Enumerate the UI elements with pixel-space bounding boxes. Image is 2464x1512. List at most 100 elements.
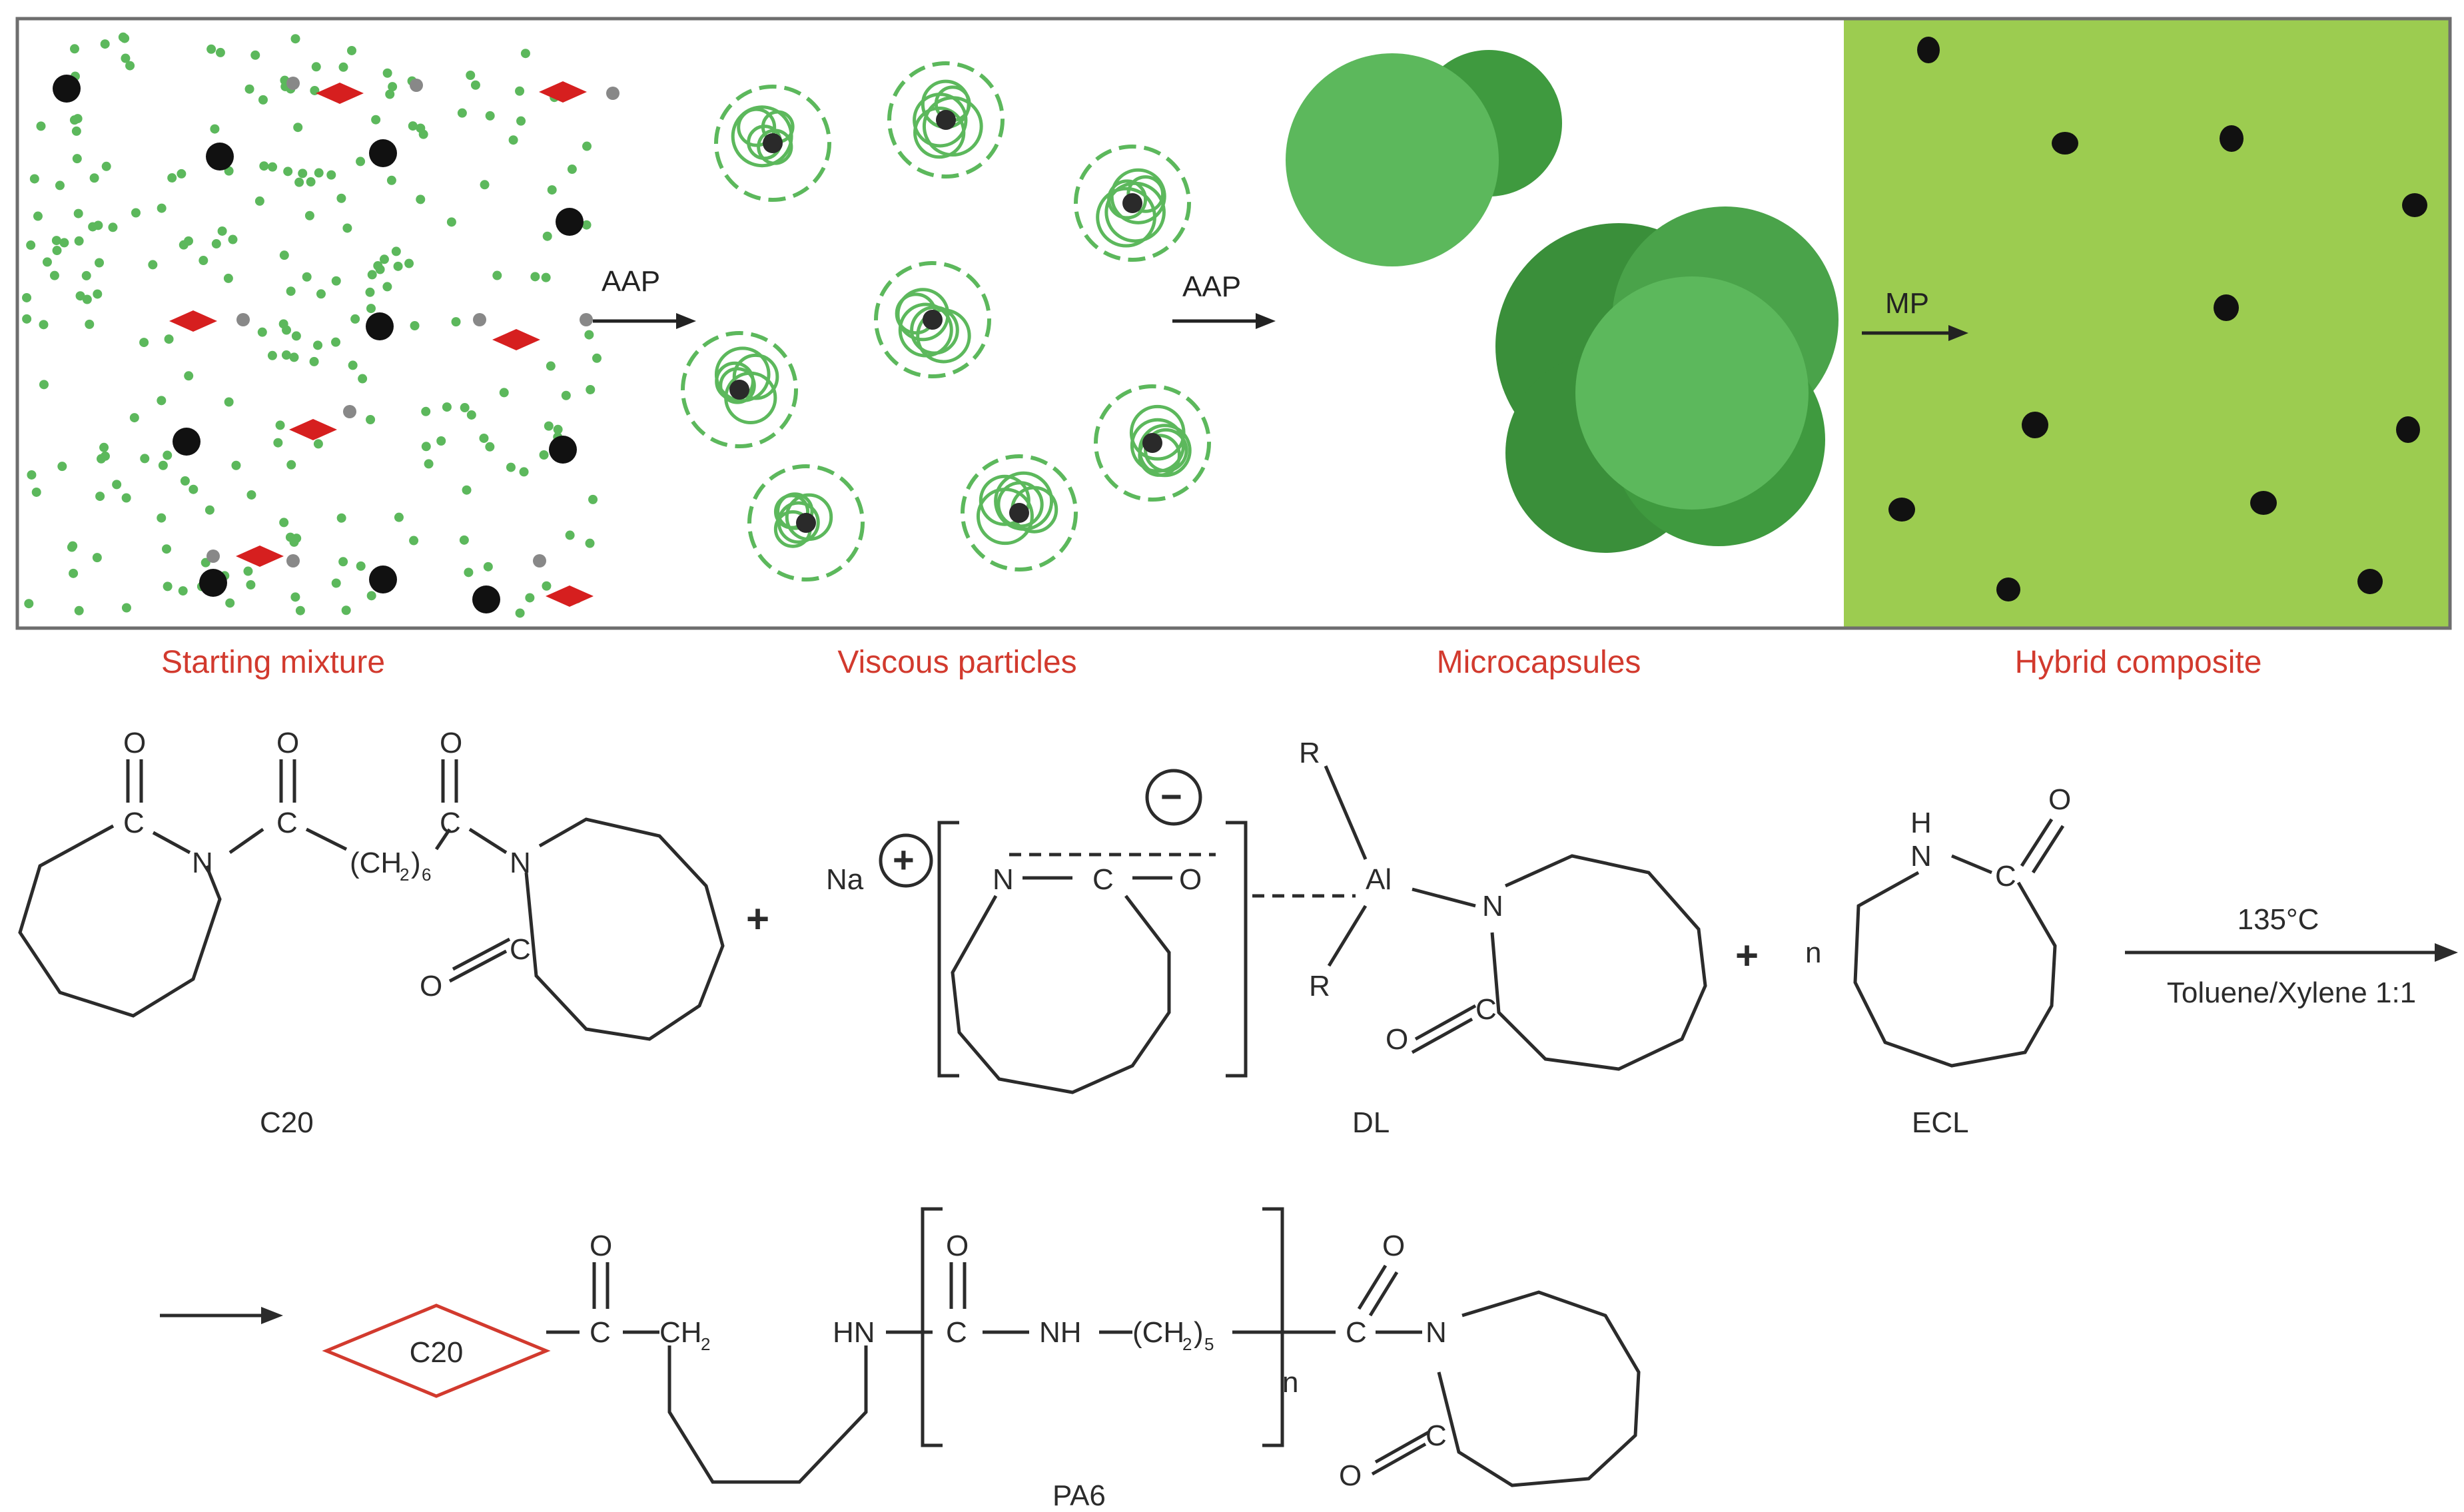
monomer-dot [485, 111, 495, 121]
initiator-dot [343, 405, 356, 418]
filler-particle [206, 143, 234, 171]
monomer-dot [259, 161, 269, 171]
atom-n: N [993, 863, 1014, 896]
bracket-right [1262, 1207, 1284, 1447]
monomer-dot [460, 403, 470, 413]
monomer-dot [290, 592, 300, 602]
monomer-dot [74, 236, 84, 246]
particle-core [923, 310, 943, 330]
monomer-dot [129, 413, 139, 423]
particle-core [796, 513, 816, 533]
structure-c20: O C N O C O C N C O (CH 2 ) 6 C20 [18, 727, 725, 1139]
atom-o: O [2048, 783, 2071, 816]
atom-c: C [1346, 1316, 1367, 1349]
monomer-dot [348, 360, 358, 370]
monomer-dot [162, 544, 172, 554]
monomer-dot [112, 480, 122, 490]
monomer-dot [268, 162, 278, 172]
atom-na: Na [826, 863, 864, 896]
polymer-coil [732, 353, 779, 400]
monomer-dot [199, 256, 208, 266]
initiator-dot [206, 550, 220, 563]
atom-c: C [1426, 1419, 1447, 1452]
monomer-dot [157, 203, 167, 213]
monomer-dot [217, 226, 227, 236]
monomer-dot [409, 536, 419, 546]
atom-o: O [1386, 1023, 1408, 1056]
monomer-dot [515, 86, 525, 96]
particle-shell [1074, 145, 1191, 262]
inclusion-dot [2220, 125, 2244, 152]
ring-bond [524, 817, 725, 1041]
bridge-ch2-open: (CH [350, 847, 402, 879]
monomer-dot [371, 115, 381, 125]
initiator-dot [473, 313, 486, 326]
monomer-dot [366, 591, 376, 601]
hybrid-composite-background [1844, 19, 2450, 628]
monomer-dot [309, 356, 319, 366]
initiator-dot [533, 554, 546, 567]
monomer-dot [184, 371, 194, 381]
atom-c: C [1092, 863, 1114, 896]
monomer-dot [424, 459, 434, 469]
structure-ecl: H N C O n ECL [1805, 783, 2071, 1139]
initiator-dot [606, 87, 619, 100]
atom-c: C [123, 807, 145, 839]
monomer-dot [394, 512, 404, 522]
monomer-dot [69, 44, 79, 54]
monomer-dot [180, 476, 190, 486]
monomer-dot [418, 129, 428, 139]
monomer-dot [74, 605, 84, 615]
monomer-dot [258, 95, 268, 105]
monomer-dot [211, 239, 221, 249]
monomer-dot [485, 442, 495, 452]
ring-bond [1853, 871, 2057, 1068]
monomer-dot [451, 317, 461, 327]
monomer-dot [483, 562, 493, 571]
monomer-dot [75, 291, 85, 301]
monomer-dot [100, 39, 110, 49]
monomer-dot [520, 49, 530, 59]
filler-particle [53, 75, 81, 103]
arrow-head [676, 313, 696, 329]
monomer-dot [279, 518, 289, 528]
monomer-dot [177, 169, 187, 179]
monomer-dot [72, 154, 82, 164]
plus-sign: + [746, 897, 769, 941]
monomer-dot [586, 384, 596, 394]
monomer-dot [530, 272, 540, 282]
monomer-dot [243, 566, 253, 576]
viscous-particle [874, 261, 991, 378]
monomer-dot [49, 270, 59, 280]
coefficient-n: n [1805, 937, 1821, 969]
monomer-dot [206, 44, 216, 54]
monomer-dot [52, 246, 62, 256]
monomer-dot [584, 330, 594, 340]
monomer-dot [36, 121, 46, 131]
atom-o: O [946, 1230, 969, 1262]
monomer-dot [298, 169, 308, 179]
monomer-dot [588, 494, 598, 504]
stage-label-starting-mixture: Starting mixture [161, 645, 385, 680]
monomer-dot [215, 47, 225, 57]
particle-core [729, 380, 749, 400]
bridge-ch2-sub: 2 [400, 865, 409, 885]
monomer-dot [592, 353, 602, 363]
particle-core [1009, 503, 1029, 523]
hybrid-composite-inclusions [1888, 37, 2427, 601]
initiator-dot [236, 313, 250, 326]
anion-minus: − [1160, 775, 1182, 817]
monomer-dot [539, 450, 549, 460]
monomer-dot [42, 257, 52, 267]
monomer-dot [278, 319, 288, 329]
microcapsule [1575, 276, 1809, 510]
activator-diamond [539, 81, 587, 103]
monomer-dot [164, 334, 174, 344]
atom-n: N [1426, 1316, 1447, 1349]
monomer-dot [29, 174, 39, 184]
monomer-dot [24, 599, 34, 609]
monomer-dot [388, 82, 398, 92]
monomer-dot [290, 34, 300, 44]
particle-shell [887, 61, 1005, 179]
